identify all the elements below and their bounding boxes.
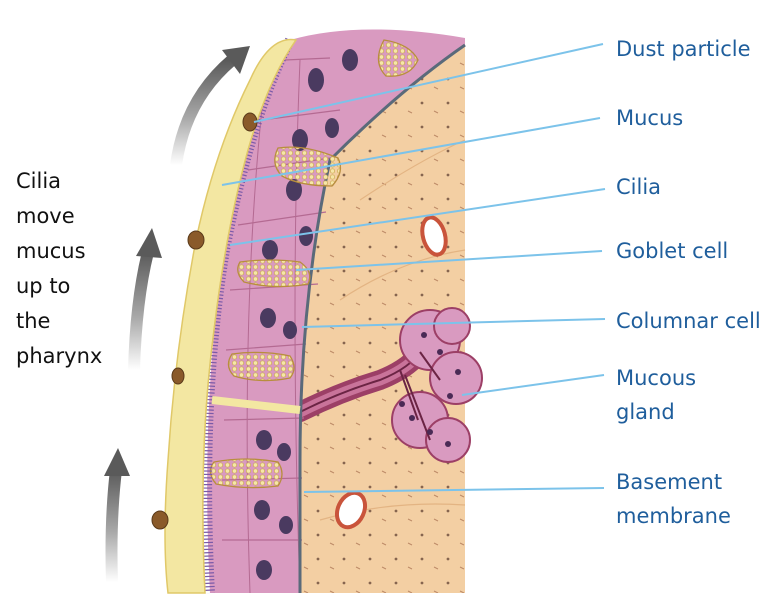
dust-particle <box>171 367 185 385</box>
label-mucous-gland-line2: gland <box>616 400 675 424</box>
epithelium <box>207 29 465 594</box>
goblet-cell <box>377 39 419 77</box>
caption-line: move <box>16 204 75 228</box>
dust-particle <box>187 230 205 250</box>
caption-line: the <box>16 309 51 333</box>
caption-line: Cilia <box>16 169 62 193</box>
label-mucus: Mucus <box>616 106 684 130</box>
label-mucous-gland: Mucous <box>616 366 697 390</box>
connective-tissue <box>300 45 466 593</box>
goblet-cell <box>209 458 283 489</box>
cilia-caption: Cilia move mucus up to the pharynx <box>16 164 102 374</box>
dust-particle <box>151 510 169 530</box>
mucus-layer <box>164 38 301 594</box>
caption-line: up to <box>16 274 71 298</box>
label-basement-membrane-line2: membrane <box>616 504 731 528</box>
blood-vessel <box>420 215 448 257</box>
label-cilia: Cilia <box>616 175 662 199</box>
label-columnar-cell: Columnar cell <box>616 309 761 333</box>
goblet-cell <box>227 351 295 382</box>
caption-line: mucus <box>16 239 86 263</box>
upward-arrow <box>128 228 162 371</box>
mucous-gland <box>290 307 483 463</box>
blood-vessel <box>334 490 368 530</box>
label-basement-membrane: Basement <box>616 470 723 494</box>
leader-line <box>221 43 606 493</box>
upward-arrow <box>104 448 130 583</box>
goblet-cell <box>237 259 311 288</box>
upward-arrow <box>170 46 250 166</box>
label-goblet-cell: Goblet cell <box>616 239 729 263</box>
label-dust-particle: Dust particle <box>616 37 751 61</box>
caption-line: pharynx <box>16 344 103 368</box>
goblet-cell <box>274 146 342 187</box>
